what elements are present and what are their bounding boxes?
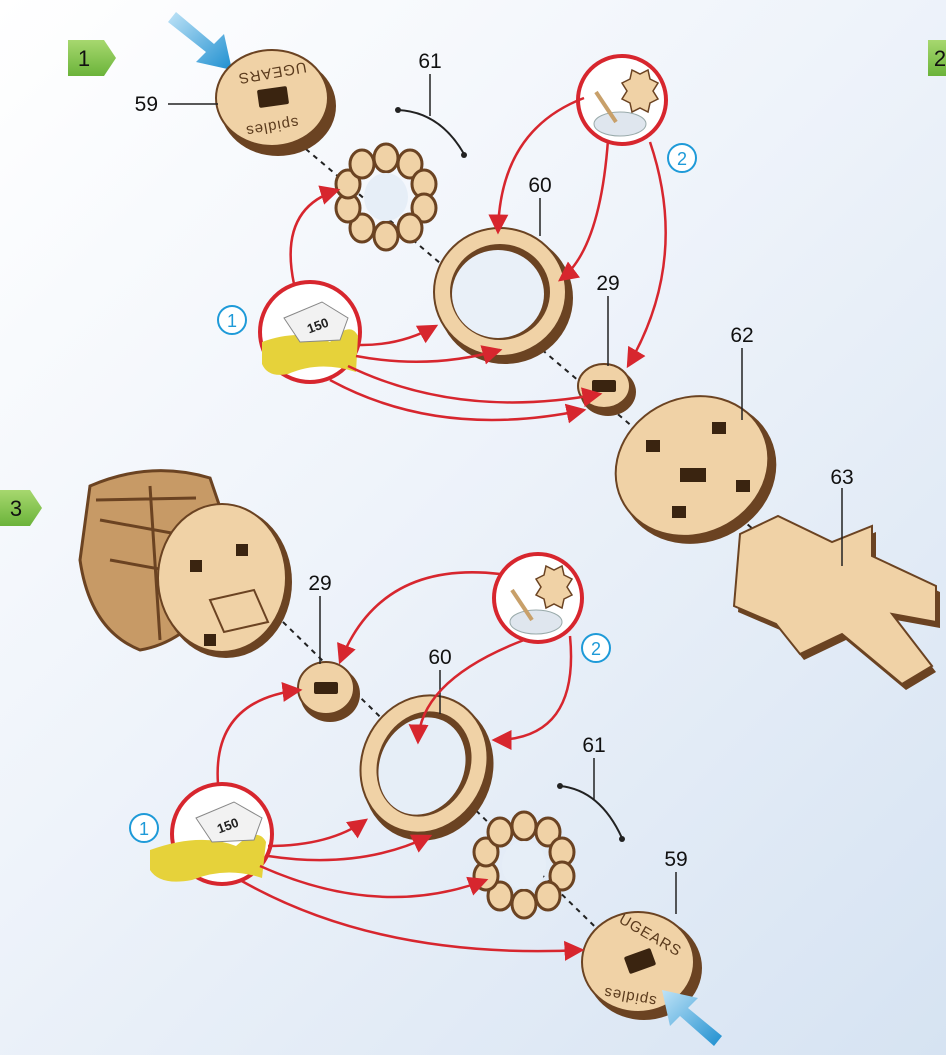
sandpaper-callout-step1: 150 bbox=[258, 280, 362, 384]
sandpaper-callout-step3: 150 bbox=[150, 782, 274, 886]
arrows-step3 bbox=[216, 571, 585, 961]
step-badge-1: 1 bbox=[68, 40, 116, 76]
sand-marker-number-step3: 1 bbox=[139, 819, 149, 839]
sandpaper-grit: 150 bbox=[305, 315, 331, 337]
push-arrow-icon-step3 bbox=[662, 990, 722, 1046]
step-number-2: 2 bbox=[934, 46, 946, 71]
ring-60-step1 bbox=[433, 227, 573, 364]
sand-marker-step1: 1 bbox=[217, 305, 247, 335]
part-label-60-step1: 60 bbox=[528, 174, 551, 197]
part-label-61-step3: 61 bbox=[582, 734, 605, 757]
sand-marker-step3: 1 bbox=[129, 813, 159, 843]
cross-63-step1 bbox=[732, 514, 940, 690]
part-label-29-step3: 29 bbox=[308, 572, 331, 595]
spring-61-step3 bbox=[557, 758, 625, 842]
flower-ring-step3 bbox=[472, 810, 576, 920]
part-label-62-step1: 62 bbox=[730, 324, 753, 347]
spring-61-step1 bbox=[395, 74, 467, 158]
bushing-29-step1 bbox=[577, 363, 636, 416]
part-label-61-step1: 61 bbox=[418, 50, 441, 73]
part-label-60-step3: 60 bbox=[428, 646, 451, 669]
flower-ring-step1 bbox=[334, 142, 438, 252]
bushing-29-step3 bbox=[297, 661, 360, 722]
assembled-drum-step3 bbox=[78, 469, 292, 658]
ring-60-step3 bbox=[359, 694, 494, 841]
wax-marker-number-step1: 2 bbox=[677, 149, 687, 169]
wax-marker-number-step3: 2 bbox=[591, 639, 601, 659]
sand-marker-number-step1: 1 bbox=[227, 311, 237, 331]
wax-marker-step3: 2 bbox=[581, 633, 611, 663]
part-label-29-step1: 29 bbox=[596, 272, 619, 295]
part-label-63-step1: 63 bbox=[830, 466, 853, 489]
part-label-59-step1: 59 bbox=[135, 93, 158, 116]
push-arrow-icon bbox=[168, 12, 232, 70]
disc-62-step1 bbox=[614, 395, 777, 544]
step-number-1: 1 bbox=[78, 46, 90, 71]
arrows-step1 bbox=[289, 96, 667, 424]
wax-marker-step1: 2 bbox=[667, 143, 697, 173]
sandpaper-grit-step3: 150 bbox=[215, 815, 241, 837]
part-label-59-step3: 59 bbox=[664, 848, 687, 871]
step-badge-3: 3 bbox=[0, 490, 42, 526]
step-badge-2: 2 bbox=[928, 40, 946, 76]
washer-59-step1: UGEARS spidles bbox=[215, 49, 336, 156]
wax-callout-step1 bbox=[576, 54, 668, 146]
wax-callout-step3 bbox=[492, 552, 584, 644]
step-number-3: 3 bbox=[10, 496, 22, 521]
